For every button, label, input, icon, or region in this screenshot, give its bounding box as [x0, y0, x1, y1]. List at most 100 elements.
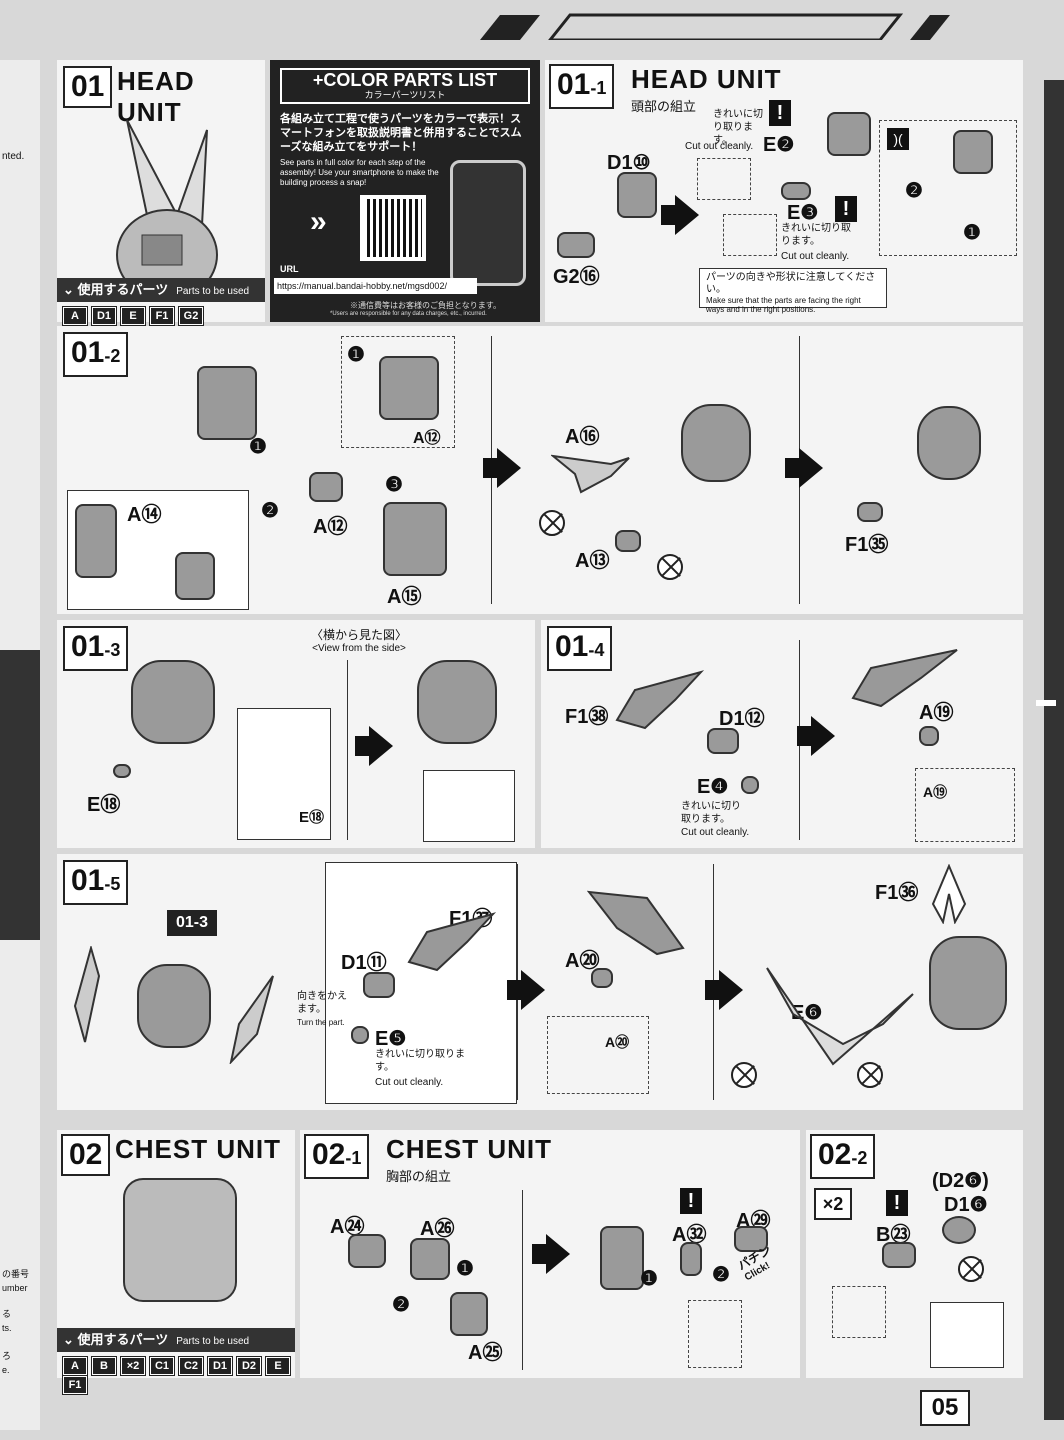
- part-shape: [383, 502, 447, 576]
- part-shape: [617, 172, 657, 218]
- step-title: CHEST UNIT: [386, 1134, 552, 1164]
- order-marker: ❷: [261, 500, 279, 522]
- part-label-d26: (D2❻): [932, 1170, 989, 1192]
- part-shape: [379, 356, 439, 420]
- cut-note-en: Cut out cleanly.: [685, 141, 754, 152]
- part-label-e4: E❹: [697, 776, 729, 798]
- detail-inset: [930, 1302, 1004, 1368]
- margin-text: nted.: [2, 151, 25, 162]
- part-chip: D1: [207, 1356, 233, 1376]
- margin-text: e.: [2, 1365, 10, 1375]
- detail-inset: [237, 708, 331, 840]
- cut-note-en: Cut out cleanly.: [781, 251, 850, 262]
- part-chip: A: [62, 1356, 88, 1376]
- part-label-e18: E⑱: [87, 794, 121, 816]
- part-label-a20: A⑳: [605, 1034, 630, 1050]
- cut-note-en: Cut out cleanly.: [375, 1077, 444, 1088]
- snap-icon: )(: [887, 128, 909, 150]
- detail-box: [688, 1300, 742, 1368]
- step-02-2-panel: 02-2 ×2 ! (D2❻) D1❻ B㉓: [806, 1130, 1023, 1378]
- part-chip: F1: [62, 1375, 88, 1395]
- margin-dark-block: [0, 650, 40, 940]
- step-number: 01-2: [63, 332, 129, 377]
- head-unit-illustration: [116, 119, 218, 301]
- margin-text: ts.: [2, 1323, 12, 1333]
- qr-code[interactable]: [360, 195, 426, 261]
- head-part: [917, 406, 981, 480]
- color-parts-list-panel: +COLOR PARTS LIST カラーパーツリスト 各組み立て工程で使うパー…: [270, 60, 540, 322]
- part-label-a20: A⑳: [565, 950, 600, 972]
- no-cut-icon: [958, 1256, 984, 1282]
- smartphone-icon: [450, 160, 526, 286]
- color-list-title: COLOR PARTS LIST: [323, 70, 498, 90]
- detail-box: [697, 158, 751, 200]
- part-label-a15: A⑮: [387, 586, 422, 608]
- next-arrow-icon: [797, 716, 835, 756]
- detail-box: [879, 120, 1017, 256]
- step-title: HEAD UNIT: [117, 66, 195, 127]
- part-label-a16: A⑯: [565, 426, 600, 448]
- order-marker: ❶: [347, 344, 365, 366]
- side-fin-part: [229, 975, 274, 1064]
- part-shape: [942, 1216, 976, 1244]
- step-number: 01: [63, 66, 113, 108]
- fin-part: [851, 649, 958, 708]
- part-label-a13: A⑬: [575, 550, 610, 572]
- detail-box: [832, 1286, 886, 1338]
- detail-box: [547, 1016, 649, 1094]
- no-cut-icon: [539, 510, 565, 536]
- parts-used-label: 使用するパーツ: [77, 282, 169, 297]
- part-shape: [591, 968, 613, 988]
- step-01-3-panel: 01-3 〈横から見た図〉 <View from the side> E⑱ E⑱: [57, 620, 535, 848]
- next-arrow-icon: [355, 726, 393, 766]
- part-chip: C1: [149, 1356, 175, 1376]
- order-marker: ❷: [712, 1264, 730, 1286]
- step-title: HEAD UNIT: [631, 64, 782, 94]
- part-shape: [734, 1226, 768, 1252]
- color-list-fee-en: *Users are responsible for any data char…: [330, 311, 487, 317]
- step-number: 01-5: [63, 860, 129, 905]
- part-chip: D1: [91, 306, 117, 326]
- part-shape: [882, 1242, 916, 1268]
- cut-note-jp: きれいに切り取ります。: [713, 109, 763, 146]
- margin-text: の番号: [2, 1269, 30, 1279]
- step-reference-badge: 01-3: [167, 910, 217, 936]
- warning-icon: !: [769, 100, 791, 126]
- part-shape: [309, 472, 343, 502]
- order-marker: ❶: [249, 436, 267, 458]
- order-marker: ❷: [905, 180, 923, 202]
- part-label-e3: E❸: [787, 202, 819, 224]
- side-view-jp: 〈横から見た図〉: [311, 628, 408, 642]
- step-number: 01-4: [547, 626, 613, 671]
- fin-part: [615, 670, 705, 730]
- url-link[interactable]: https://manual.bandai-hobby.net/mgsd002/: [274, 278, 477, 294]
- order-marker: ❸: [385, 474, 403, 496]
- head-part: [681, 404, 751, 482]
- step-01-2-panel: 01-2 ❶ ❶ A⑫ ❷ A⑫ ❸ A⑮ A⑭ A⑯ A⑬ F1㉟: [57, 326, 1023, 614]
- part-shape: [351, 1026, 369, 1044]
- divider: [522, 1190, 523, 1370]
- part-label-a25: A㉕: [468, 1342, 503, 1364]
- part-shape: [707, 728, 739, 754]
- part-label-f135: F1㉟: [845, 534, 889, 556]
- frame-top-stripes: [480, 10, 980, 42]
- part-chip: A: [62, 306, 88, 326]
- order-marker: ❶: [640, 1268, 658, 1290]
- detail-box: [341, 336, 455, 448]
- frame-right-mark: [1036, 700, 1056, 706]
- divider: [347, 660, 348, 840]
- detail-inset: [423, 770, 515, 842]
- part-label-a14: A⑭: [127, 504, 162, 526]
- part-label-a12: A⑫: [413, 430, 441, 447]
- v-fin-part: [551, 454, 630, 494]
- part-label-a32: A㉜: [672, 1224, 707, 1246]
- head-part: [417, 660, 497, 744]
- part-label-d111: D1⑪: [341, 952, 387, 974]
- chest-unit-illustration: [123, 1178, 237, 1302]
- part-label-a26: A㉖: [420, 1218, 455, 1240]
